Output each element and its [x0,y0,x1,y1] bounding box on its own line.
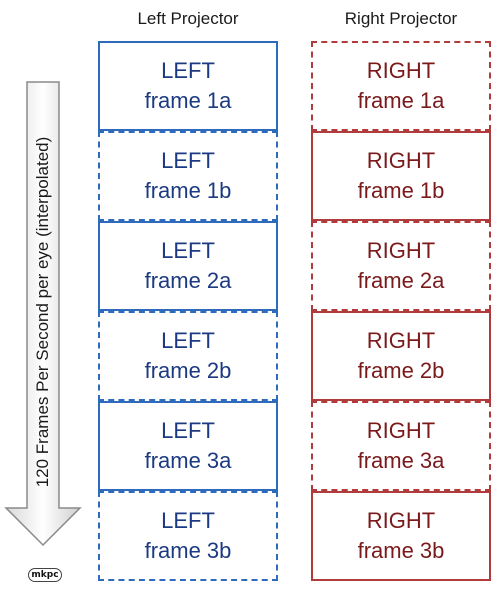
frame-id-label: frame 1a [357,88,445,113]
right-frame-1b: RIGHT frame 1b [311,131,491,221]
frame-id-label: frame 2b [144,358,232,383]
frame-id-label: frame 3a [144,448,232,473]
left-projector-column: LEFT frame 1a LEFT frame 1b LEFT frame 2… [98,41,278,582]
frame-eye-label: LEFT [161,328,215,353]
right-projector-column: RIGHT frame 1a RIGHT frame 1b RIGHT fram… [311,41,491,582]
frame-id-label: frame 2b [357,358,445,383]
right-frame-2b: RIGHT frame 2b [311,311,491,401]
right-frame-3a: RIGHT frame 3a [311,401,491,491]
left-frame-1a: LEFT frame 1a [98,41,278,131]
right-projector-title: Right Projector [344,9,458,28]
down-arrow-icon [4,81,82,547]
frame-eye-label: LEFT [161,508,215,533]
left-frame-3a: LEFT frame 3a [98,401,278,491]
left-projector-title: Left Projector [137,9,239,28]
frame-eye-label: RIGHT [366,418,436,443]
frame-eye-label: RIGHT [366,328,436,353]
left-frame-2b: LEFT frame 2b [98,311,278,401]
right-frame-3b: RIGHT frame 3b [311,491,491,581]
frame-eye-label: LEFT [161,148,215,173]
frame-id-label: frame 1b [357,178,445,203]
frame-id-label: frame 2a [357,268,445,293]
frame-id-label: frame 3a [357,448,445,473]
frame-eye-label: RIGHT [366,508,436,533]
frame-id-label: frame 1b [144,178,232,203]
frame-eye-label: LEFT [161,418,215,443]
mkpc-logo: mkpc [28,568,62,582]
frame-eye-label: LEFT [161,238,215,263]
frame-id-label: frame 3b [144,538,232,563]
arrow-label: 120 Frames Per Second per eye (interpola… [33,136,52,488]
frame-id-label: frame 3b [357,538,445,563]
frame-id-label: frame 2a [144,268,232,293]
frame-id-label: frame 1a [144,88,232,113]
frame-eye-label: RIGHT [366,58,436,83]
frame-eye-label: RIGHT [366,148,436,173]
frame-eye-label: RIGHT [366,238,436,263]
left-frame-1b: LEFT frame 1b [98,131,278,221]
frame-eye-label: LEFT [161,58,215,83]
left-frame-2a: LEFT frame 2a [98,221,278,311]
right-frame-1a: RIGHT frame 1a [311,41,491,131]
left-frame-3b: LEFT frame 3b [98,491,278,581]
right-frame-2a: RIGHT frame 2a [311,221,491,311]
